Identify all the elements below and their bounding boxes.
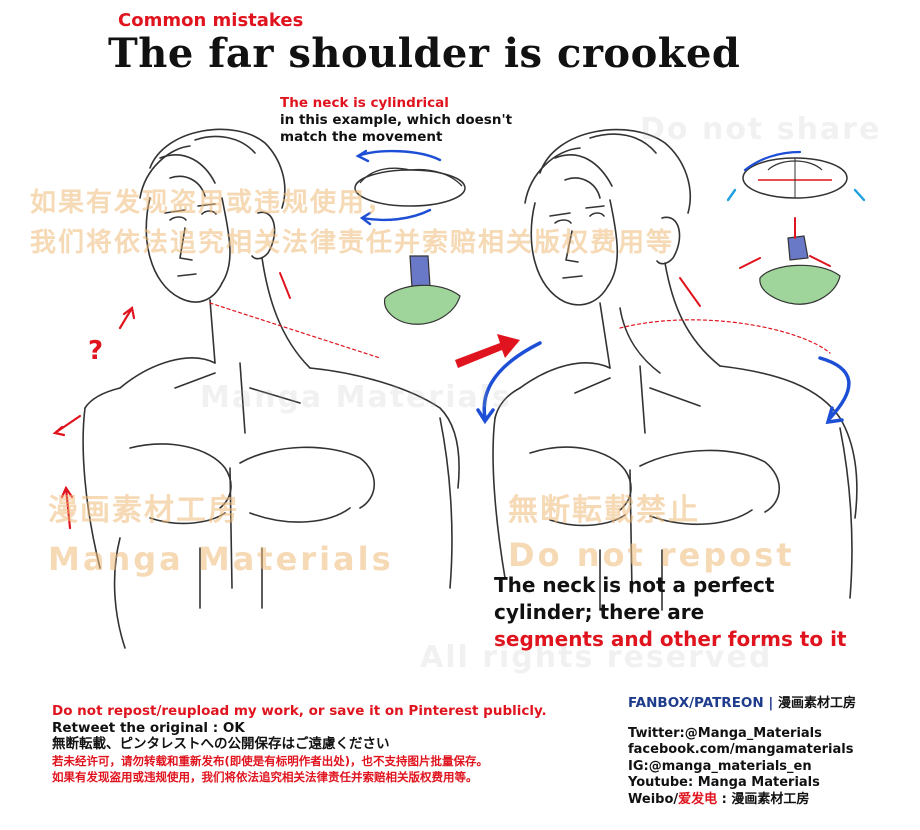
note-neck-cylindrical-black: in this example, which doesn't match the… — [280, 112, 513, 145]
footer-links: FANBOX/PATREON | 漫画素材工房 Twitter:@Manga_M… — [628, 695, 913, 808]
notice-jp: 無断転載、ピンタレストへの公開保存はご遠慮ください — [52, 736, 390, 752]
weibo-line: Weibo/爱发电 : 漫画素材工房 — [628, 792, 913, 809]
neck-diagram-right — [742, 157, 848, 305]
notice-cn-2: 如果有发现盗用或违规使用，我们将依法追究相关法律责任并索赔相关版权费用等。 — [52, 770, 478, 784]
fanbox-separator: | — [763, 695, 779, 711]
subtitle: Common mistakes — [118, 10, 304, 31]
figure-sketches — [52, 128, 866, 649]
note-not-perfect-line1: The neck is not a perfect — [494, 573, 775, 597]
facebook-link[interactable]: facebook.com/mangamaterials — [628, 742, 854, 757]
note-segments: segments and other forms to it — [494, 627, 847, 651]
instagram-link[interactable]: IG:@manga_materials_en — [628, 758, 812, 774]
arrow-big-red — [455, 334, 520, 368]
page-title: The far shoulder is crooked — [108, 30, 741, 77]
weibo-suffix: : 漫画素材工房 — [717, 791, 810, 807]
neck-diagram-left — [354, 167, 466, 325]
weibo-prefix: Weibo/ — [628, 791, 679, 807]
note-neck-cylindrical-red: The neck is cylindrical — [280, 95, 449, 111]
notice-retweet: Retweet the original : OK — [52, 719, 245, 736]
arrow-blue-shoulder-right — [818, 356, 851, 420]
notice-no-repost: Do not repost/reupload my work, or save … — [52, 703, 547, 719]
arrow-blue-top-left — [356, 149, 442, 162]
youtube-link[interactable]: Youtube: Manga Materials — [628, 775, 820, 790]
note-not-perfect-cylinder: The neck is not a perfect cylinder; ther… — [494, 572, 914, 653]
right-figure — [492, 128, 858, 611]
footer-notice: Do not repost/reupload my work, or save … — [52, 703, 617, 786]
question-mark: ? — [88, 336, 104, 366]
note-not-perfect-line2: cylinder; there are — [494, 600, 705, 624]
notice-cn-1: 若未经许可，请勿转载和重新发布(即使是有标明作者出处)，也不支持图片批量保存。 — [52, 753, 489, 768]
arrow-left-up — [118, 306, 134, 330]
fanbox-line: FANBOX/PATREON | 漫画素材工房 — [628, 695, 913, 713]
weibo-link[interactable]: 爱发电 — [678, 791, 718, 807]
note-neck-cylindrical: The neck is cylindrical in this example,… — [280, 95, 520, 146]
twitter-link[interactable]: Twitter:@Manga_Materials — [628, 725, 822, 741]
illustration-area — [0, 88, 920, 688]
arrow-blue-shoulder-left — [482, 341, 542, 420]
fanbox-name: 漫画素材工房 — [778, 696, 857, 711]
left-figure — [82, 128, 460, 649]
fanbox-link[interactable]: FANBOX/PATREON — [628, 695, 764, 711]
